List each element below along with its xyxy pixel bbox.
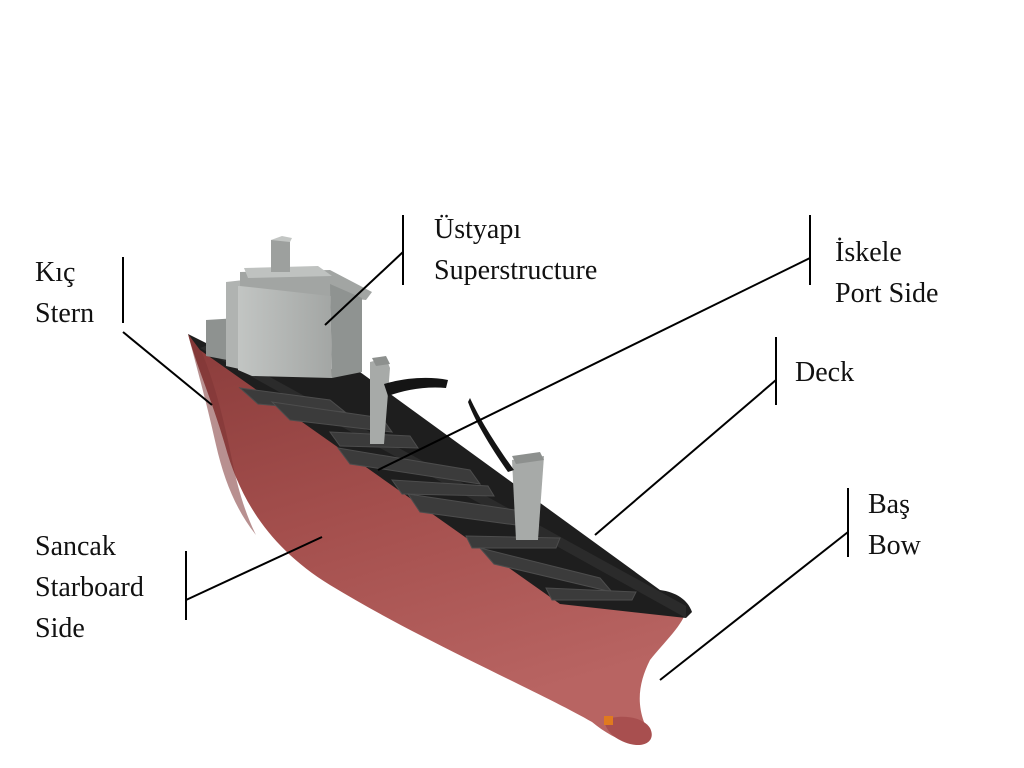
ship-hull — [188, 334, 686, 745]
superstructure-label: Üstyapı Superstructure — [434, 209, 597, 291]
superstructure-label-en: Superstructure — [434, 255, 598, 286]
bow-label-tr: Baş — [868, 489, 910, 520]
starboard-leader — [185, 536, 323, 601]
deck-label: Deck — [795, 352, 854, 393]
port-side-label-en: Port Side — [835, 278, 939, 309]
starboard-side-label-en: Starboard — [35, 572, 144, 603]
starboard-side-label-en2: Side — [35, 613, 85, 644]
ship-superstructure — [206, 236, 372, 378]
starboard-side-label: Sancak Starboard Side — [35, 526, 144, 649]
stern-label-tr: Kıç — [35, 257, 76, 288]
bow-marker — [604, 716, 613, 725]
hatch-covers — [238, 387, 637, 601]
stern-leader — [122, 331, 213, 406]
hull-stern-shade — [188, 334, 256, 535]
superstructure-label-tr: Üstyapı — [434, 214, 522, 245]
port-side-label-tr: İskele — [835, 237, 902, 268]
superstructure-leader — [324, 251, 404, 326]
port-side-leader — [377, 257, 811, 471]
stern-label-en: Stern — [35, 298, 95, 329]
bow-label: Baş Bow — [868, 484, 921, 566]
deck-cranes — [370, 356, 544, 540]
deck-leader — [594, 379, 777, 536]
stern-label: Kıç Stern — [35, 252, 94, 334]
bow-label-en: Bow — [868, 530, 921, 561]
deck-label-en: Deck — [795, 357, 855, 388]
port-side-label: İskele Port Side — [835, 232, 938, 314]
bulbous-bow — [604, 716, 652, 746]
bow-leader — [659, 531, 849, 681]
starboard-side-label-tr: Sancak — [35, 531, 116, 562]
leader-lines — [122, 215, 849, 681]
